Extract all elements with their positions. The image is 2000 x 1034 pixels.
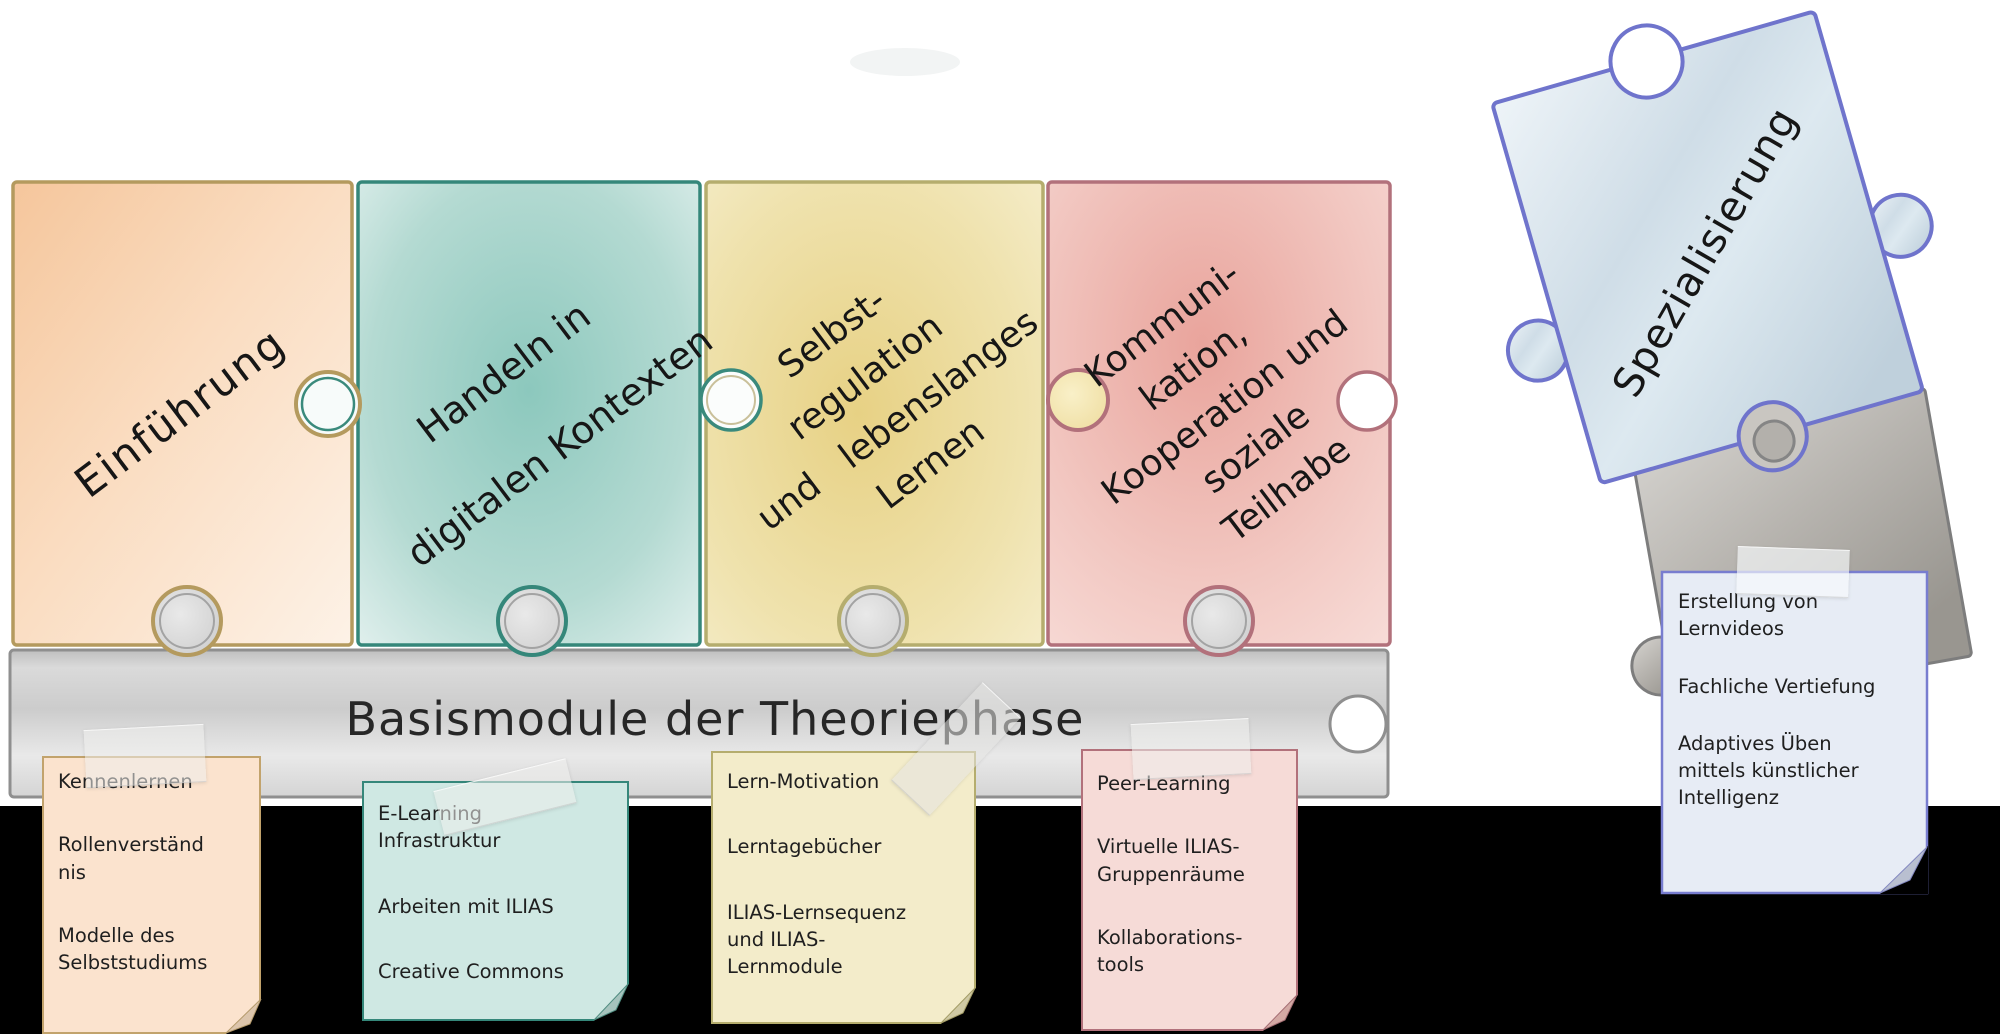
note-item: Lerntagebücher <box>727 835 882 859</box>
note-text-spezialisierung: Erstellung von Lernvideos Fachliche Vert… <box>1678 588 1918 842</box>
note-spezialisierung <box>1660 570 1929 895</box>
bar-right-notch <box>1328 694 1388 754</box>
note-item: Fachliche Vertiefung <box>1678 674 1876 698</box>
bar-knob-kommunikation <box>1183 585 1255 657</box>
note-text-handeln: E-Learning Infrastruktur Arbeiten mit IL… <box>378 800 613 1023</box>
junction-selbstregulation-kommunikation <box>1046 368 1110 432</box>
note-text-kommunikation: Peer-Learning Virtuelle ILIAS- Gruppenrä… <box>1097 770 1287 1014</box>
note-item: Creative Commons <box>378 959 564 983</box>
bar-knob-handeln <box>496 585 568 657</box>
bar-knob-selbstregulation <box>837 585 909 657</box>
note-item: Adaptives Üben mittels künstlicher Intel… <box>1678 731 1859 810</box>
background-smudge <box>850 48 960 76</box>
kommunikation-right-notch <box>1336 370 1398 432</box>
note-text-selbstregulation: Lern-Motivation Lerntagebücher ILIAS-Ler… <box>727 768 967 1018</box>
tape-note-spezialisierung <box>1736 546 1850 598</box>
note-item: Arbeiten mit ILIAS <box>378 894 554 918</box>
puzzle-piece-spezialisierung <box>1491 10 1934 485</box>
note-item: Kollaborations- tools <box>1097 925 1243 977</box>
bar-knob-einfuehrung <box>151 585 223 657</box>
junction-handeln-selbstregulation <box>699 368 763 432</box>
note-item: Virtuelle ILIAS- Gruppenräume <box>1097 835 1245 886</box>
note-item: Lern-Motivation <box>727 770 880 793</box>
tape-note-einfuehrung <box>83 723 207 789</box>
note-item: Modelle des Selbststudiums <box>58 923 208 975</box>
note-einfuehrung <box>42 756 262 1034</box>
note-text-einfuehrung: Kennenlernen Rollenverständ nis Modelle … <box>58 768 253 1012</box>
note-item: Peer-Learning <box>1097 772 1231 795</box>
basismodule-bar <box>8 648 1390 799</box>
note-item: ILIAS-Lernsequenz und ILIAS- Lernmodule <box>727 900 907 979</box>
note-kommunikation <box>1081 749 1298 1031</box>
note-item: Rollenverständ nis <box>58 833 204 884</box>
tape-note-kommunikation <box>1130 717 1252 781</box>
junction-einfuehrung-handeln <box>294 370 362 438</box>
